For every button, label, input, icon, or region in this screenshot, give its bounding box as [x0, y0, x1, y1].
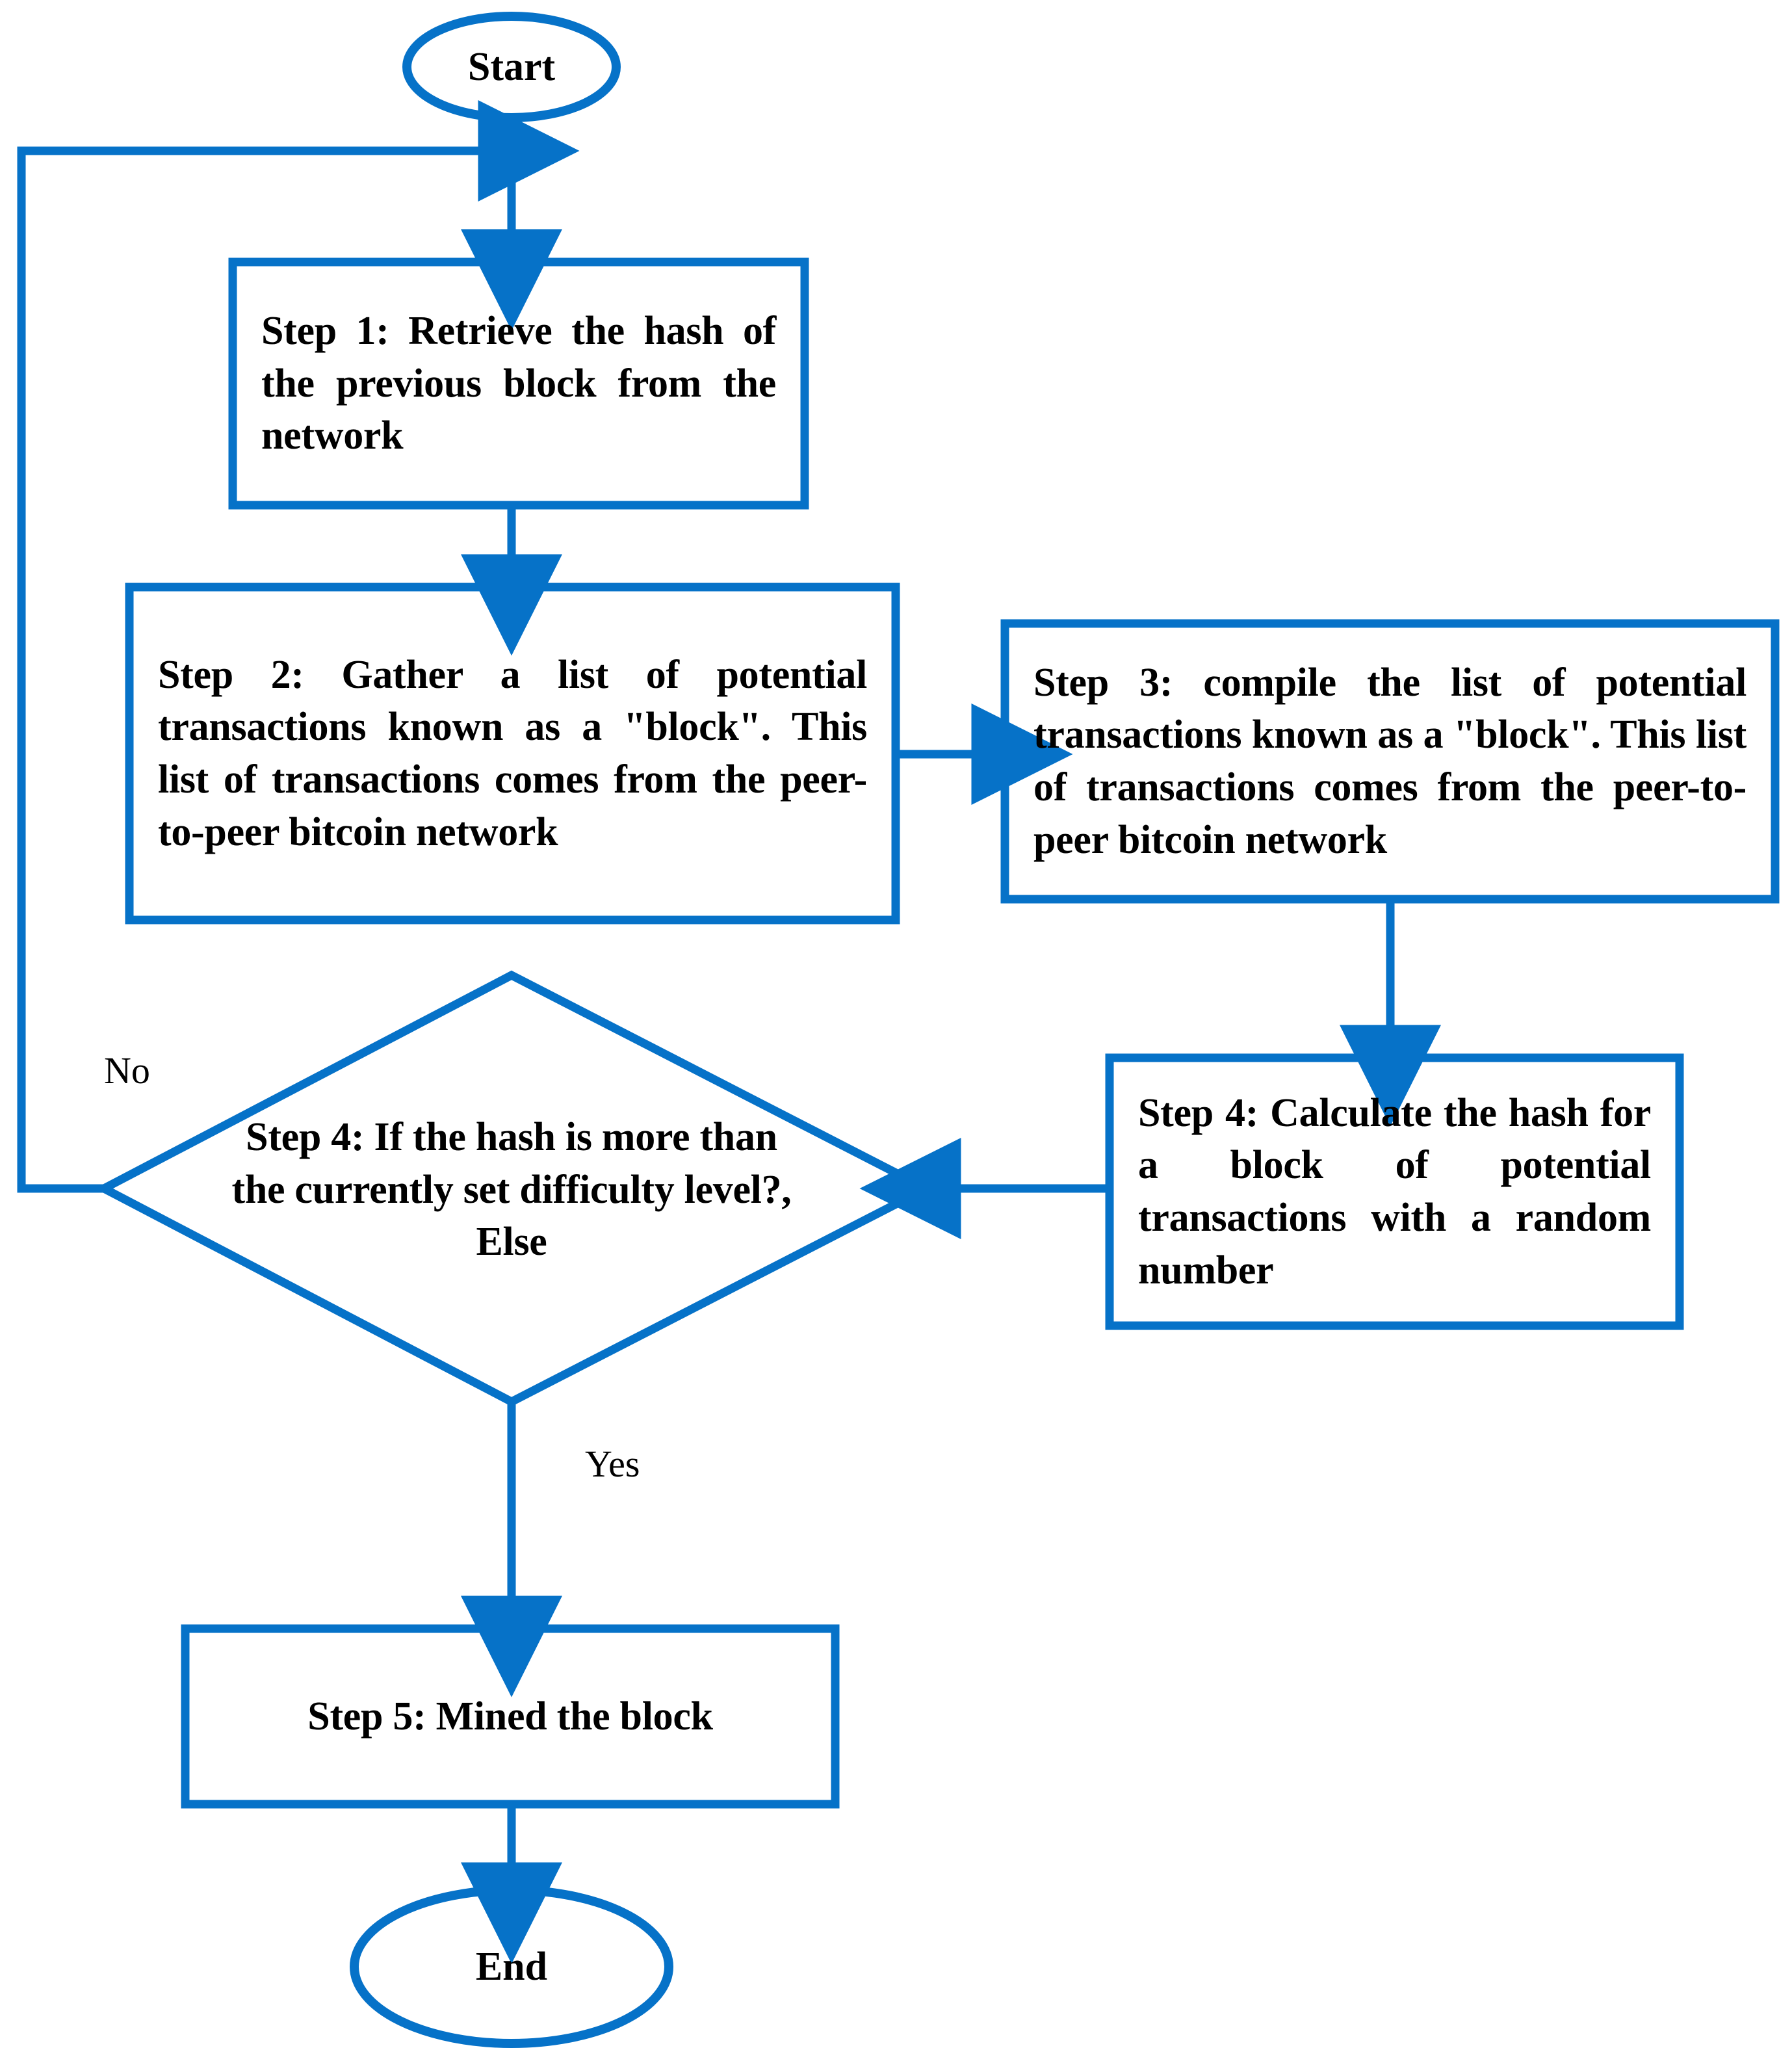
step4-decision-diamond-shape[interactable]: [94, 970, 936, 1407]
end-terminal-label: End: [475, 1944, 548, 1989]
step3-box-shape[interactable]: [1000, 619, 1780, 904]
step4-process-box-shape[interactable]: [1105, 1053, 1684, 1330]
step2-box-shape[interactable]: [125, 583, 900, 925]
step5-box-shape[interactable]: [181, 1624, 840, 1809]
edge-label-no: No: [104, 1049, 150, 1092]
edge-decision-no-loop: [17, 146, 468, 1193]
start-terminal-label: Start: [467, 44, 556, 89]
step1-box-shape[interactable]: [228, 257, 809, 510]
edge-label-yes: Yes: [585, 1443, 640, 1485]
